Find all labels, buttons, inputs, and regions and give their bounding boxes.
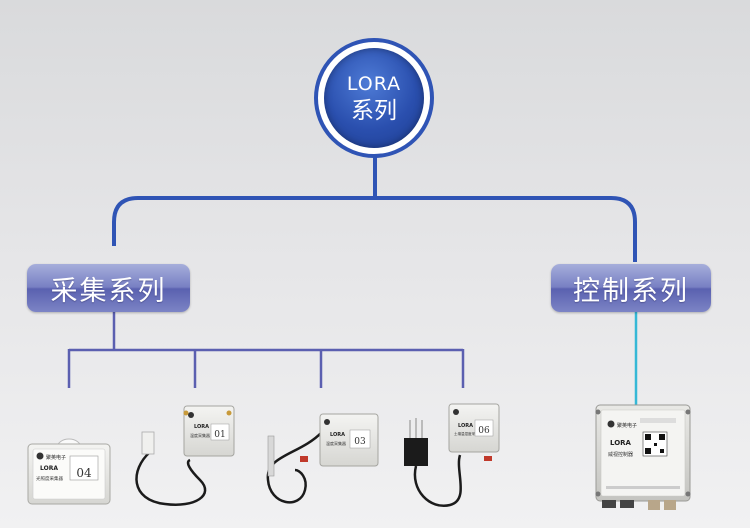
- device-brand: 聚英电子: [617, 422, 637, 429]
- device-desc: 温度采集器: [326, 440, 346, 446]
- device-desc: 温度采集器: [190, 432, 210, 438]
- device-controller: 聚英电子 LORA 威视控制器: [595, 404, 691, 510]
- collect-branch-connector: [67, 312, 465, 388]
- device-number: 01: [214, 430, 225, 440]
- device-model: LORA: [330, 432, 345, 438]
- root-title-line1: LORA: [346, 73, 402, 95]
- device-model: LORA: [458, 423, 473, 429]
- device-soil-sensor-06: LORA 土壤温湿度采集器 06: [404, 403, 500, 508]
- root-node-lora: LORA 系列: [314, 38, 434, 158]
- device-temp-sensor-01: LORA 温度采集器 01: [135, 405, 235, 506]
- category-control-series: 控制系列: [551, 264, 711, 312]
- device-temp-sensor-03: LORA 温度采集器 03: [266, 413, 379, 504]
- device-brand: 聚英电子: [46, 454, 66, 461]
- device-desc: 土壤温湿度采集器: [454, 431, 482, 436]
- root-title-line2: 系列: [351, 98, 397, 124]
- device-model: LORA: [610, 439, 632, 447]
- category-collect-series: 采集系列: [27, 264, 190, 312]
- device-number: 04: [76, 466, 92, 480]
- device-desc: 光照度采集器: [36, 475, 63, 482]
- device-number: 06: [478, 426, 490, 436]
- device-model: LORA: [194, 424, 209, 430]
- device-number: 03: [354, 437, 366, 447]
- device-desc: 威视控制器: [608, 451, 633, 458]
- device-light-sensor-04: 聚英电子 LORA 光照度采集器 04: [27, 438, 111, 505]
- device-model: LORA: [40, 465, 58, 472]
- root-connector: [112, 156, 637, 262]
